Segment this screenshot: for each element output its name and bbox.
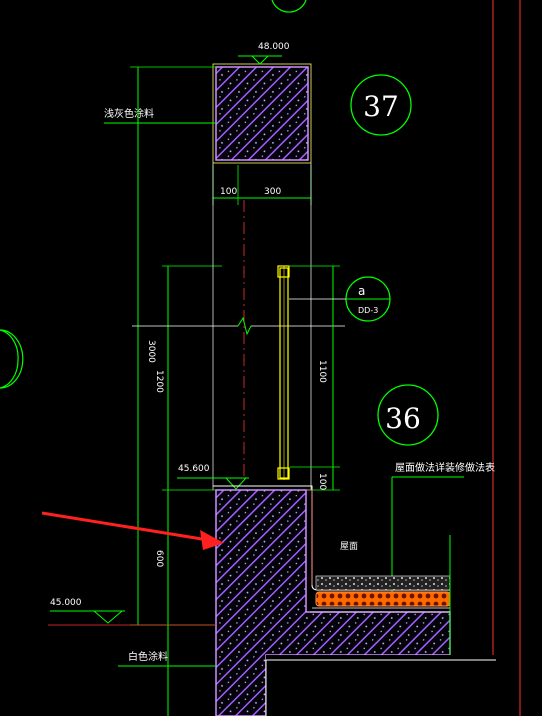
elev-mid-label: 45.600 xyxy=(178,464,210,474)
dim-h1200: 1200 xyxy=(154,370,164,393)
parapet-cap-outline xyxy=(212,63,312,164)
note-top-finish: 浅灰色涂料 xyxy=(104,107,154,120)
ceiling-line xyxy=(265,659,496,716)
railing-bottom-base xyxy=(277,467,290,480)
red-arrow-shaft xyxy=(41,511,209,542)
note-roof: 屋面做法详装修做法表 xyxy=(395,461,495,474)
dim-w300: 300 xyxy=(264,187,281,197)
dim-h600: 600 xyxy=(154,550,164,567)
dim-h3000: 3000 xyxy=(146,340,156,363)
grid-bubble-36 xyxy=(377,384,439,446)
elev-mid-triangle xyxy=(225,477,247,490)
elev-floor-triangle xyxy=(93,610,123,624)
elev-top-triangle xyxy=(251,55,269,65)
dim-h1100: 1100 xyxy=(317,360,327,383)
note-roof-word: 屋面 xyxy=(340,541,358,552)
dim-h100: 100 xyxy=(317,473,327,490)
grid-bubble-37 xyxy=(350,74,412,136)
roof-insulation-layer xyxy=(315,591,451,607)
dim-w100: 100 xyxy=(220,187,237,197)
elev-floor-label: 45.000 xyxy=(50,598,82,608)
railing-top-cap xyxy=(277,265,290,278)
note-bottom-finish: 白色涂料 xyxy=(128,650,168,663)
break-symbol xyxy=(237,316,252,336)
elev-top-label: 48.000 xyxy=(258,42,290,52)
roof-screed-layer xyxy=(315,575,451,591)
detail-number: a xyxy=(358,284,365,298)
grid-bubble-top-partial xyxy=(271,0,307,13)
grid-label-36: 36 xyxy=(385,402,421,435)
grid-bubble-left-partial xyxy=(0,329,24,389)
grid-label-37: 37 xyxy=(363,90,399,123)
detail-ref: DD-3 xyxy=(358,306,378,315)
red-arrow-head xyxy=(200,530,224,550)
parapet-cap-section xyxy=(215,66,309,161)
